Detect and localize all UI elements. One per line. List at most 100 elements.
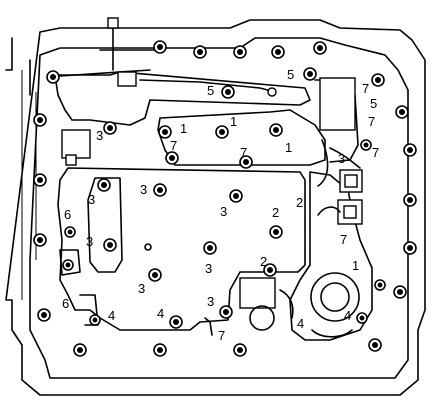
body-bolt-center bbox=[207, 245, 213, 251]
callout-label: 3 bbox=[88, 192, 95, 207]
case-bolt-center bbox=[372, 342, 378, 348]
body-bolt-center bbox=[92, 317, 98, 323]
solenoid-left bbox=[61, 129, 91, 159]
shift-solenoid-body bbox=[239, 277, 276, 309]
case-bolt-center bbox=[77, 347, 83, 353]
bottom-center-stud bbox=[204, 317, 213, 336]
callout-label: 3 bbox=[140, 182, 147, 197]
case-bolt-center bbox=[397, 289, 403, 295]
case-bolt-center bbox=[399, 109, 405, 115]
detent-lever-a bbox=[59, 69, 151, 77]
body-bolt-center bbox=[243, 159, 249, 165]
body-bolt-center bbox=[273, 229, 279, 235]
callout-label: 2 bbox=[272, 205, 279, 220]
callout-label: 4 bbox=[297, 316, 304, 331]
callout-label: 3 bbox=[207, 294, 214, 309]
case-bolt-center bbox=[50, 74, 56, 80]
connector-upper-inner bbox=[344, 174, 358, 188]
body-bolt-center bbox=[233, 193, 239, 199]
small-plug bbox=[144, 243, 152, 251]
callout-label: 1 bbox=[230, 114, 237, 129]
connector-lower-inner bbox=[343, 205, 357, 219]
body-bolt-center bbox=[173, 319, 179, 325]
callout-label: 7 bbox=[218, 328, 225, 343]
accumulator-inner bbox=[320, 282, 350, 312]
callout-label: 4 bbox=[344, 308, 351, 323]
center-plate-outline bbox=[157, 109, 326, 166]
callout-label: 7 bbox=[362, 81, 369, 96]
case-bolt-center bbox=[157, 44, 163, 50]
callout-label: 1 bbox=[285, 140, 292, 155]
case-bolts bbox=[33, 40, 417, 357]
right-lower-body bbox=[289, 171, 373, 341]
bottom-left-clip bbox=[79, 294, 99, 326]
callout-label: 5 bbox=[370, 96, 377, 111]
left-channel bbox=[87, 177, 123, 273]
body-bolt-center bbox=[377, 282, 383, 288]
wire-harness-b bbox=[317, 206, 341, 216]
callout-label: 1 bbox=[180, 121, 187, 136]
body-bolt-center bbox=[101, 182, 107, 188]
case-bolt-center bbox=[317, 45, 323, 51]
manual-shaft-top bbox=[107, 17, 119, 29]
callout-label: 3 bbox=[138, 281, 145, 296]
wire-harness-c bbox=[329, 147, 361, 169]
case-bolt-center bbox=[37, 177, 43, 183]
callout-label: 3 bbox=[86, 234, 93, 249]
pressure-switch bbox=[319, 77, 356, 131]
body-bolt-center bbox=[169, 155, 175, 161]
accumulator-arc bbox=[311, 329, 353, 338]
body-bolt-center bbox=[219, 129, 225, 135]
callout-label: 7 bbox=[340, 232, 347, 247]
body-bolt-center bbox=[363, 142, 369, 148]
callout-label: 3 bbox=[205, 261, 212, 276]
body-bolt-center bbox=[273, 127, 279, 133]
case-bolt-center bbox=[375, 77, 381, 83]
detent-spring-block bbox=[117, 71, 137, 87]
body-bolt-center bbox=[267, 267, 273, 273]
body-bolt-center bbox=[107, 242, 113, 248]
solenoid-left-tab bbox=[65, 154, 77, 166]
body-bolt-center bbox=[225, 89, 231, 95]
linkage-rod bbox=[139, 79, 276, 93]
callout-label: 2 bbox=[296, 195, 303, 210]
callout-label: 7 bbox=[170, 138, 177, 153]
callout-label: 2 bbox=[260, 254, 267, 269]
callout-label: 6 bbox=[64, 207, 71, 222]
linkage-pivot bbox=[267, 87, 277, 97]
callout-label: 7 bbox=[372, 145, 379, 160]
case-bolt-center bbox=[37, 117, 43, 123]
case-inner-outline bbox=[29, 37, 409, 379]
wire-harness-a bbox=[317, 139, 329, 187]
callout-label: 4 bbox=[108, 308, 115, 323]
case-bolt-center bbox=[37, 237, 43, 243]
solenoid-wire bbox=[279, 289, 294, 319]
case-bolt-center bbox=[407, 147, 413, 153]
upper-plate-outline bbox=[54, 71, 311, 126]
shift-solenoid-coil bbox=[249, 305, 275, 331]
case-bolt-center bbox=[407, 197, 413, 203]
main-valve-body bbox=[57, 167, 306, 331]
case-outline bbox=[5, 19, 426, 396]
callout-label: 7 bbox=[368, 114, 375, 129]
callout-labels: 5 5 7 5 7 1 1 3 7 7 1 3 7 3 3 3 2 2 6 3 … bbox=[62, 67, 379, 343]
body-bolt-center bbox=[157, 187, 163, 193]
callout-label: 4 bbox=[157, 306, 164, 321]
body-bolt-center bbox=[152, 272, 158, 278]
body-bolt-center bbox=[307, 71, 313, 77]
body-bolt-center bbox=[65, 262, 71, 268]
case-bolt-center bbox=[237, 49, 243, 55]
accumulator-outer bbox=[310, 272, 360, 322]
body-bolt-center bbox=[359, 315, 365, 321]
callout-label: 7 bbox=[240, 145, 247, 160]
callout-label: 1 bbox=[352, 258, 359, 273]
callout-label: 5 bbox=[287, 67, 294, 82]
callout-label: 6 bbox=[62, 296, 69, 311]
case-bolt-center bbox=[197, 49, 203, 55]
left-bracket bbox=[59, 249, 81, 276]
body-bolt-center bbox=[223, 309, 229, 315]
valve-body-bolts bbox=[62, 67, 386, 329]
case-bolt-center bbox=[41, 312, 47, 318]
callout-label: 3 bbox=[338, 151, 345, 166]
